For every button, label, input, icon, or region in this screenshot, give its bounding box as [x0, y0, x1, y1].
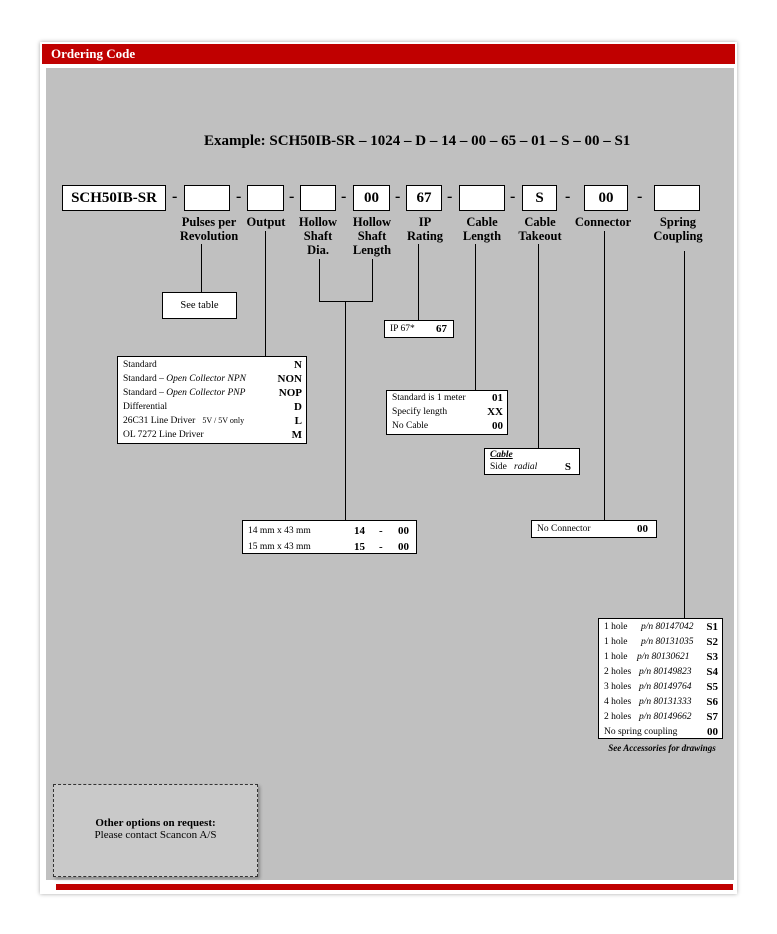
- code-box-pulses: [184, 185, 230, 211]
- other-options-text: Please contact Scancon A/S: [94, 829, 217, 841]
- connector-line: [684, 251, 685, 618]
- see-table-box: See table: [162, 292, 237, 319]
- code-box-ip: 67: [406, 185, 442, 211]
- ip-table: IP 67*67: [384, 320, 454, 338]
- code-dash: -: [289, 188, 295, 205]
- code-dash: -: [510, 188, 516, 205]
- code-box-cable-takeout: S: [522, 185, 557, 211]
- connector-line: [475, 244, 476, 390]
- other-options-box: Other options on request: Please contact…: [53, 784, 258, 877]
- connector-line: [345, 301, 346, 520]
- code-dash: -: [565, 188, 571, 205]
- connector-line: [538, 244, 539, 448]
- accessories-note: See Accessories for drawings: [608, 743, 716, 753]
- code-dash: -: [236, 188, 242, 205]
- code-box-connector: 00: [584, 185, 628, 211]
- footer-bar: [56, 884, 733, 890]
- code-box-model: SCH50IB-SR: [62, 185, 166, 211]
- connector-line: [319, 301, 373, 302]
- code-box-cable-length: [459, 185, 505, 211]
- table-row: 15 mm x 43 mm 15 - 00: [248, 541, 409, 553]
- code-dash: -: [637, 188, 643, 205]
- shaft-table: 14 mm x 43 mm 14 - 00 15 mm x 43 mm 15 -…: [242, 520, 417, 554]
- code-box-output: [247, 185, 284, 211]
- connector-line: [604, 231, 605, 520]
- code-dash: -: [395, 188, 401, 205]
- code-box-shaft-dia: [300, 185, 336, 211]
- table-row: 14 mm x 43 mm 14 - 00: [248, 525, 409, 537]
- label-connector: Connector: [574, 215, 632, 229]
- connector-line: [201, 244, 202, 292]
- example-code: Example: SCH50IB-SR – 1024 – D – 14 – 00…: [204, 133, 631, 149]
- code-dash: -: [341, 188, 347, 205]
- other-options-title: Other options on request:: [95, 817, 216, 829]
- label-output: Output: [246, 215, 286, 229]
- code-box-spring: [654, 185, 700, 211]
- code-dash: -: [447, 188, 453, 205]
- connector-line: [372, 259, 373, 301]
- section-title: Ordering Code: [51, 46, 136, 61]
- connector-line: [265, 231, 266, 356]
- section-header: Ordering Code: [42, 44, 735, 64]
- connector-line: [319, 259, 320, 301]
- connector-line: [418, 244, 419, 320]
- code-box-shaft-length: 00: [353, 185, 390, 211]
- code-dash: -: [172, 188, 178, 205]
